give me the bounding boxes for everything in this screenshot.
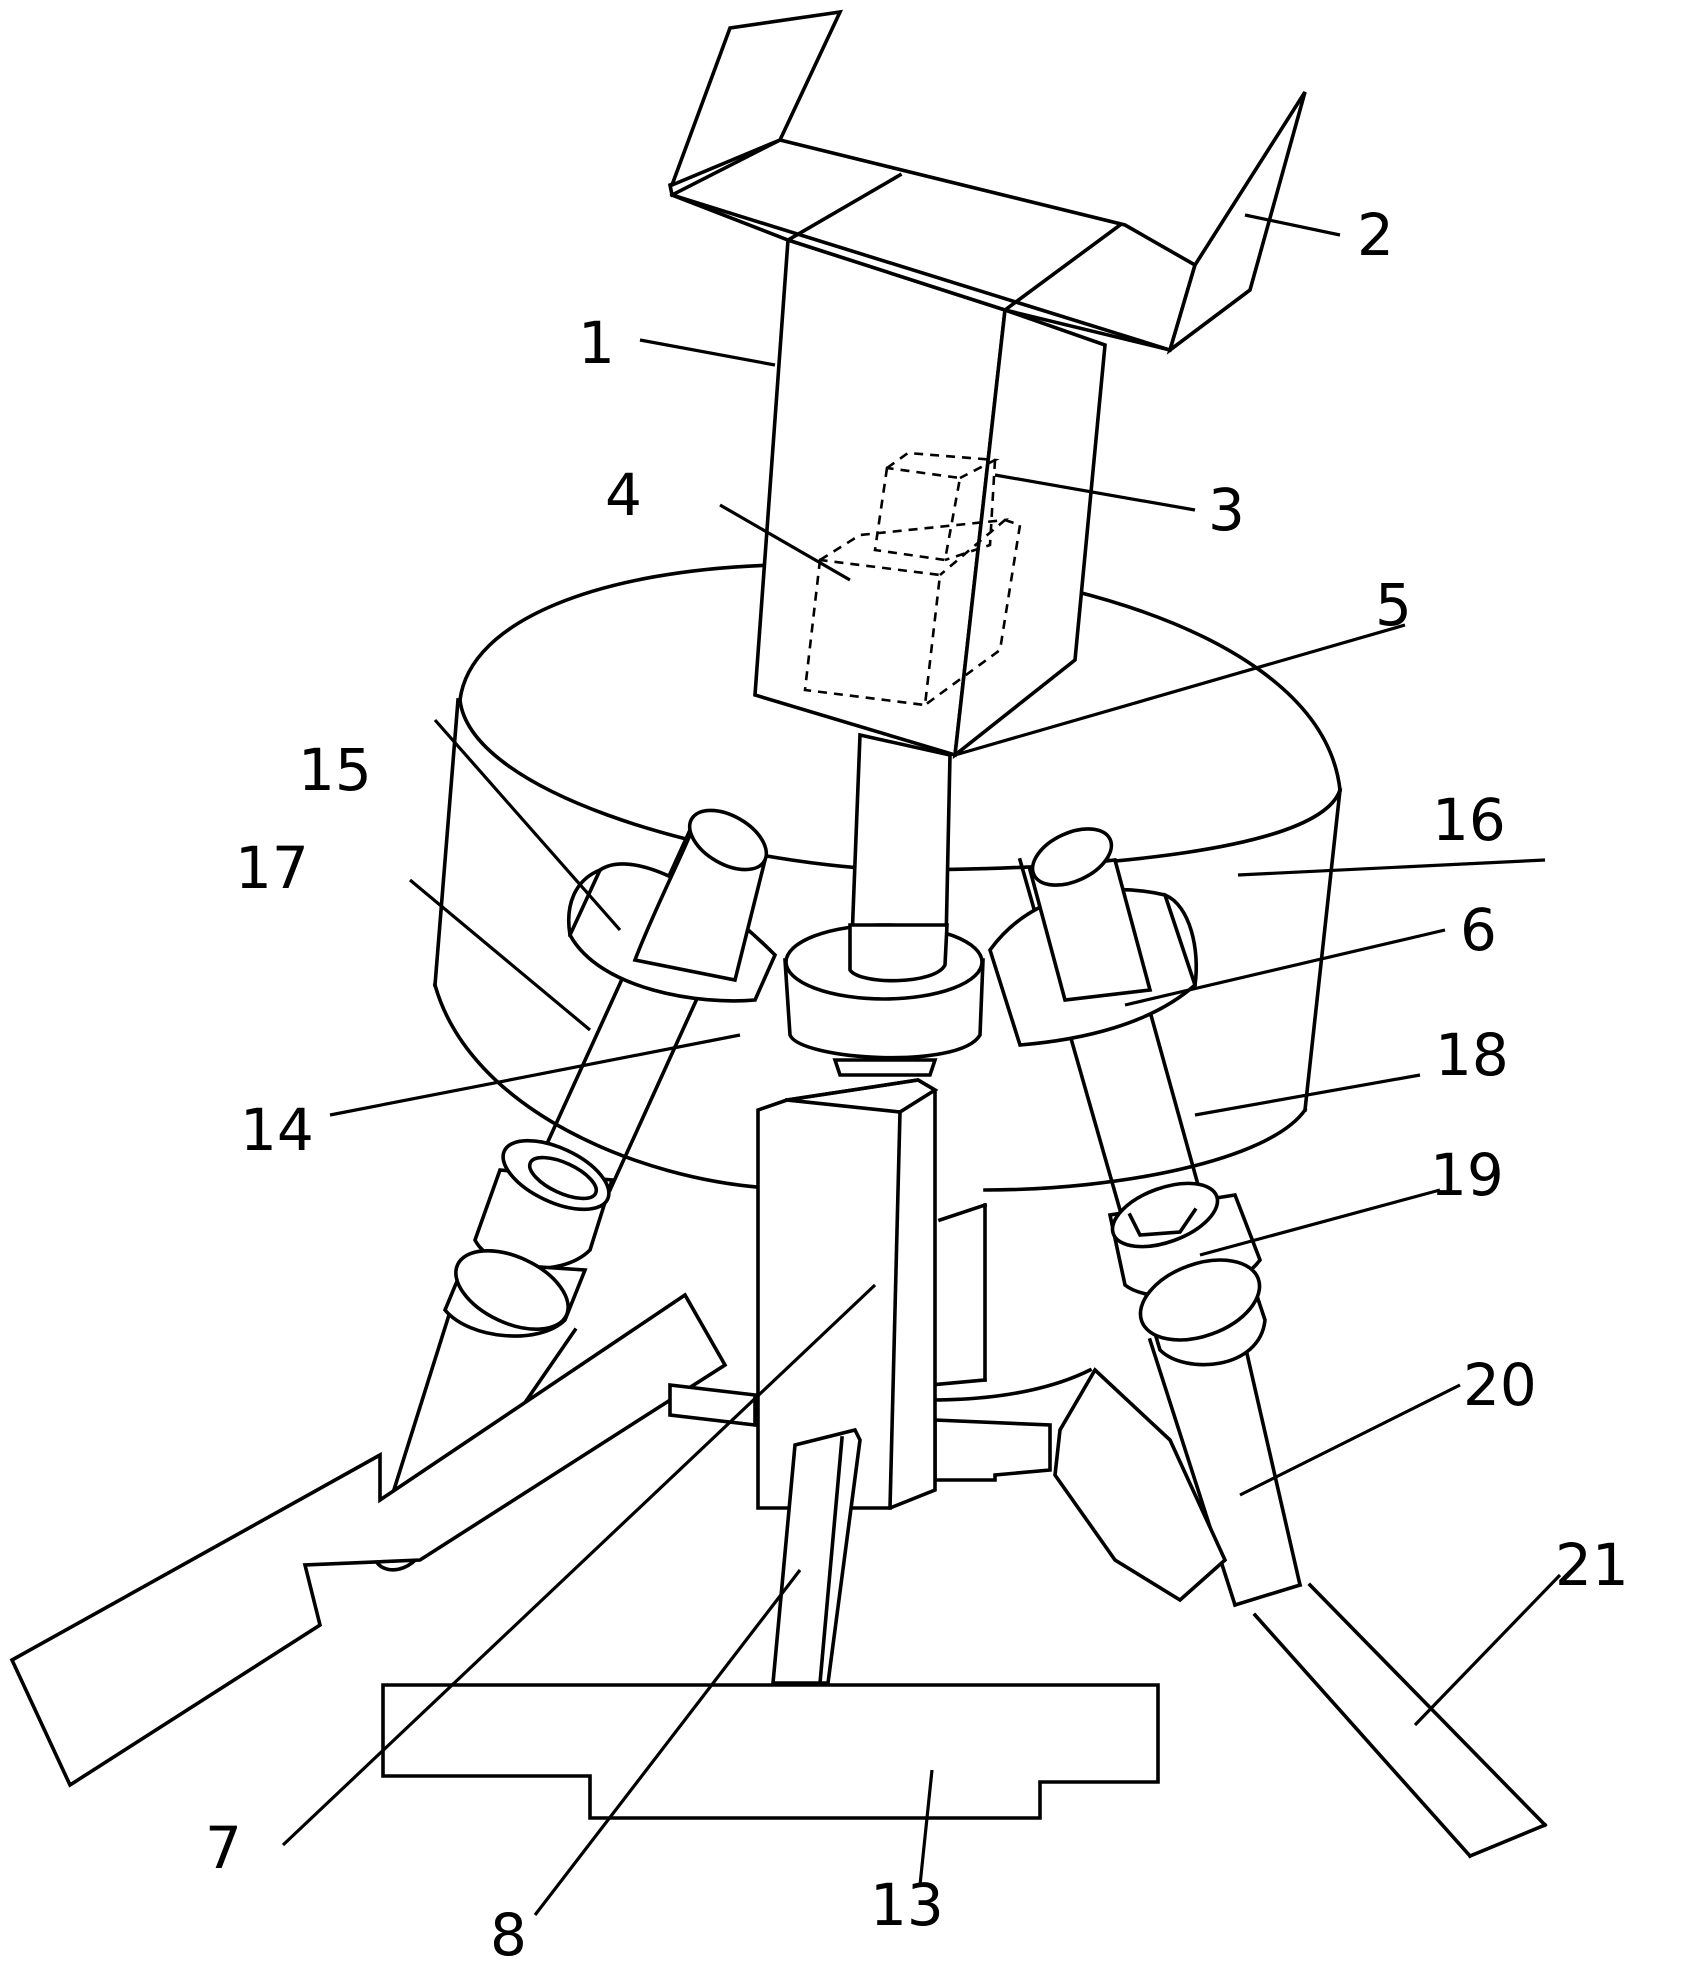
- right-joint-19: [1107, 1181, 1267, 1367]
- left-joint: [442, 1138, 615, 1338]
- reference-labels: 1 2 3 4 5 6 7 8 13 14 15 16 17 18 19 20 …: [205, 201, 1629, 1969]
- label-3: 3: [1208, 476, 1245, 544]
- label-20: 20: [1463, 1351, 1537, 1419]
- label-16: 16: [1432, 786, 1506, 854]
- label-18: 18: [1435, 1021, 1509, 1089]
- left-foot-plate: [9, 1292, 728, 1788]
- leader-lines: [281, 213, 1562, 1916]
- label-21: 21: [1555, 1531, 1629, 1599]
- right-side-arm: [933, 1418, 1052, 1482]
- rod-18: [1027, 827, 1153, 1002]
- internal-parts-3-4: [803, 451, 1022, 707]
- lower-body: [928, 1202, 1093, 1402]
- label-15: 15: [298, 736, 372, 804]
- label-2: 2: [1357, 201, 1394, 269]
- label-13: 13: [870, 1871, 944, 1939]
- base-plate-13: [381, 1683, 1160, 1820]
- label-17: 17: [235, 834, 309, 902]
- right-foot-bracket: [1053, 1367, 1228, 1603]
- rod-17: [632, 808, 769, 983]
- top-clamp-2: [667, 9, 1307, 355]
- label-6: 6: [1460, 896, 1497, 964]
- lower-column-7: [756, 1078, 939, 1510]
- label-8: 8: [490, 1901, 527, 1969]
- label-14: 14: [240, 1096, 314, 1164]
- label-5: 5: [1375, 571, 1412, 639]
- label-1: 1: [578, 309, 615, 377]
- hub-14: [783, 923, 985, 1077]
- rod-21: [1252, 1582, 1548, 1859]
- left-side-arm: [668, 1382, 757, 1428]
- label-19: 19: [1430, 1141, 1504, 1209]
- label-4: 4: [605, 461, 642, 529]
- label-7: 7: [205, 1814, 242, 1882]
- upper-column-1: [753, 237, 1107, 760]
- rod-8: [771, 1427, 862, 1685]
